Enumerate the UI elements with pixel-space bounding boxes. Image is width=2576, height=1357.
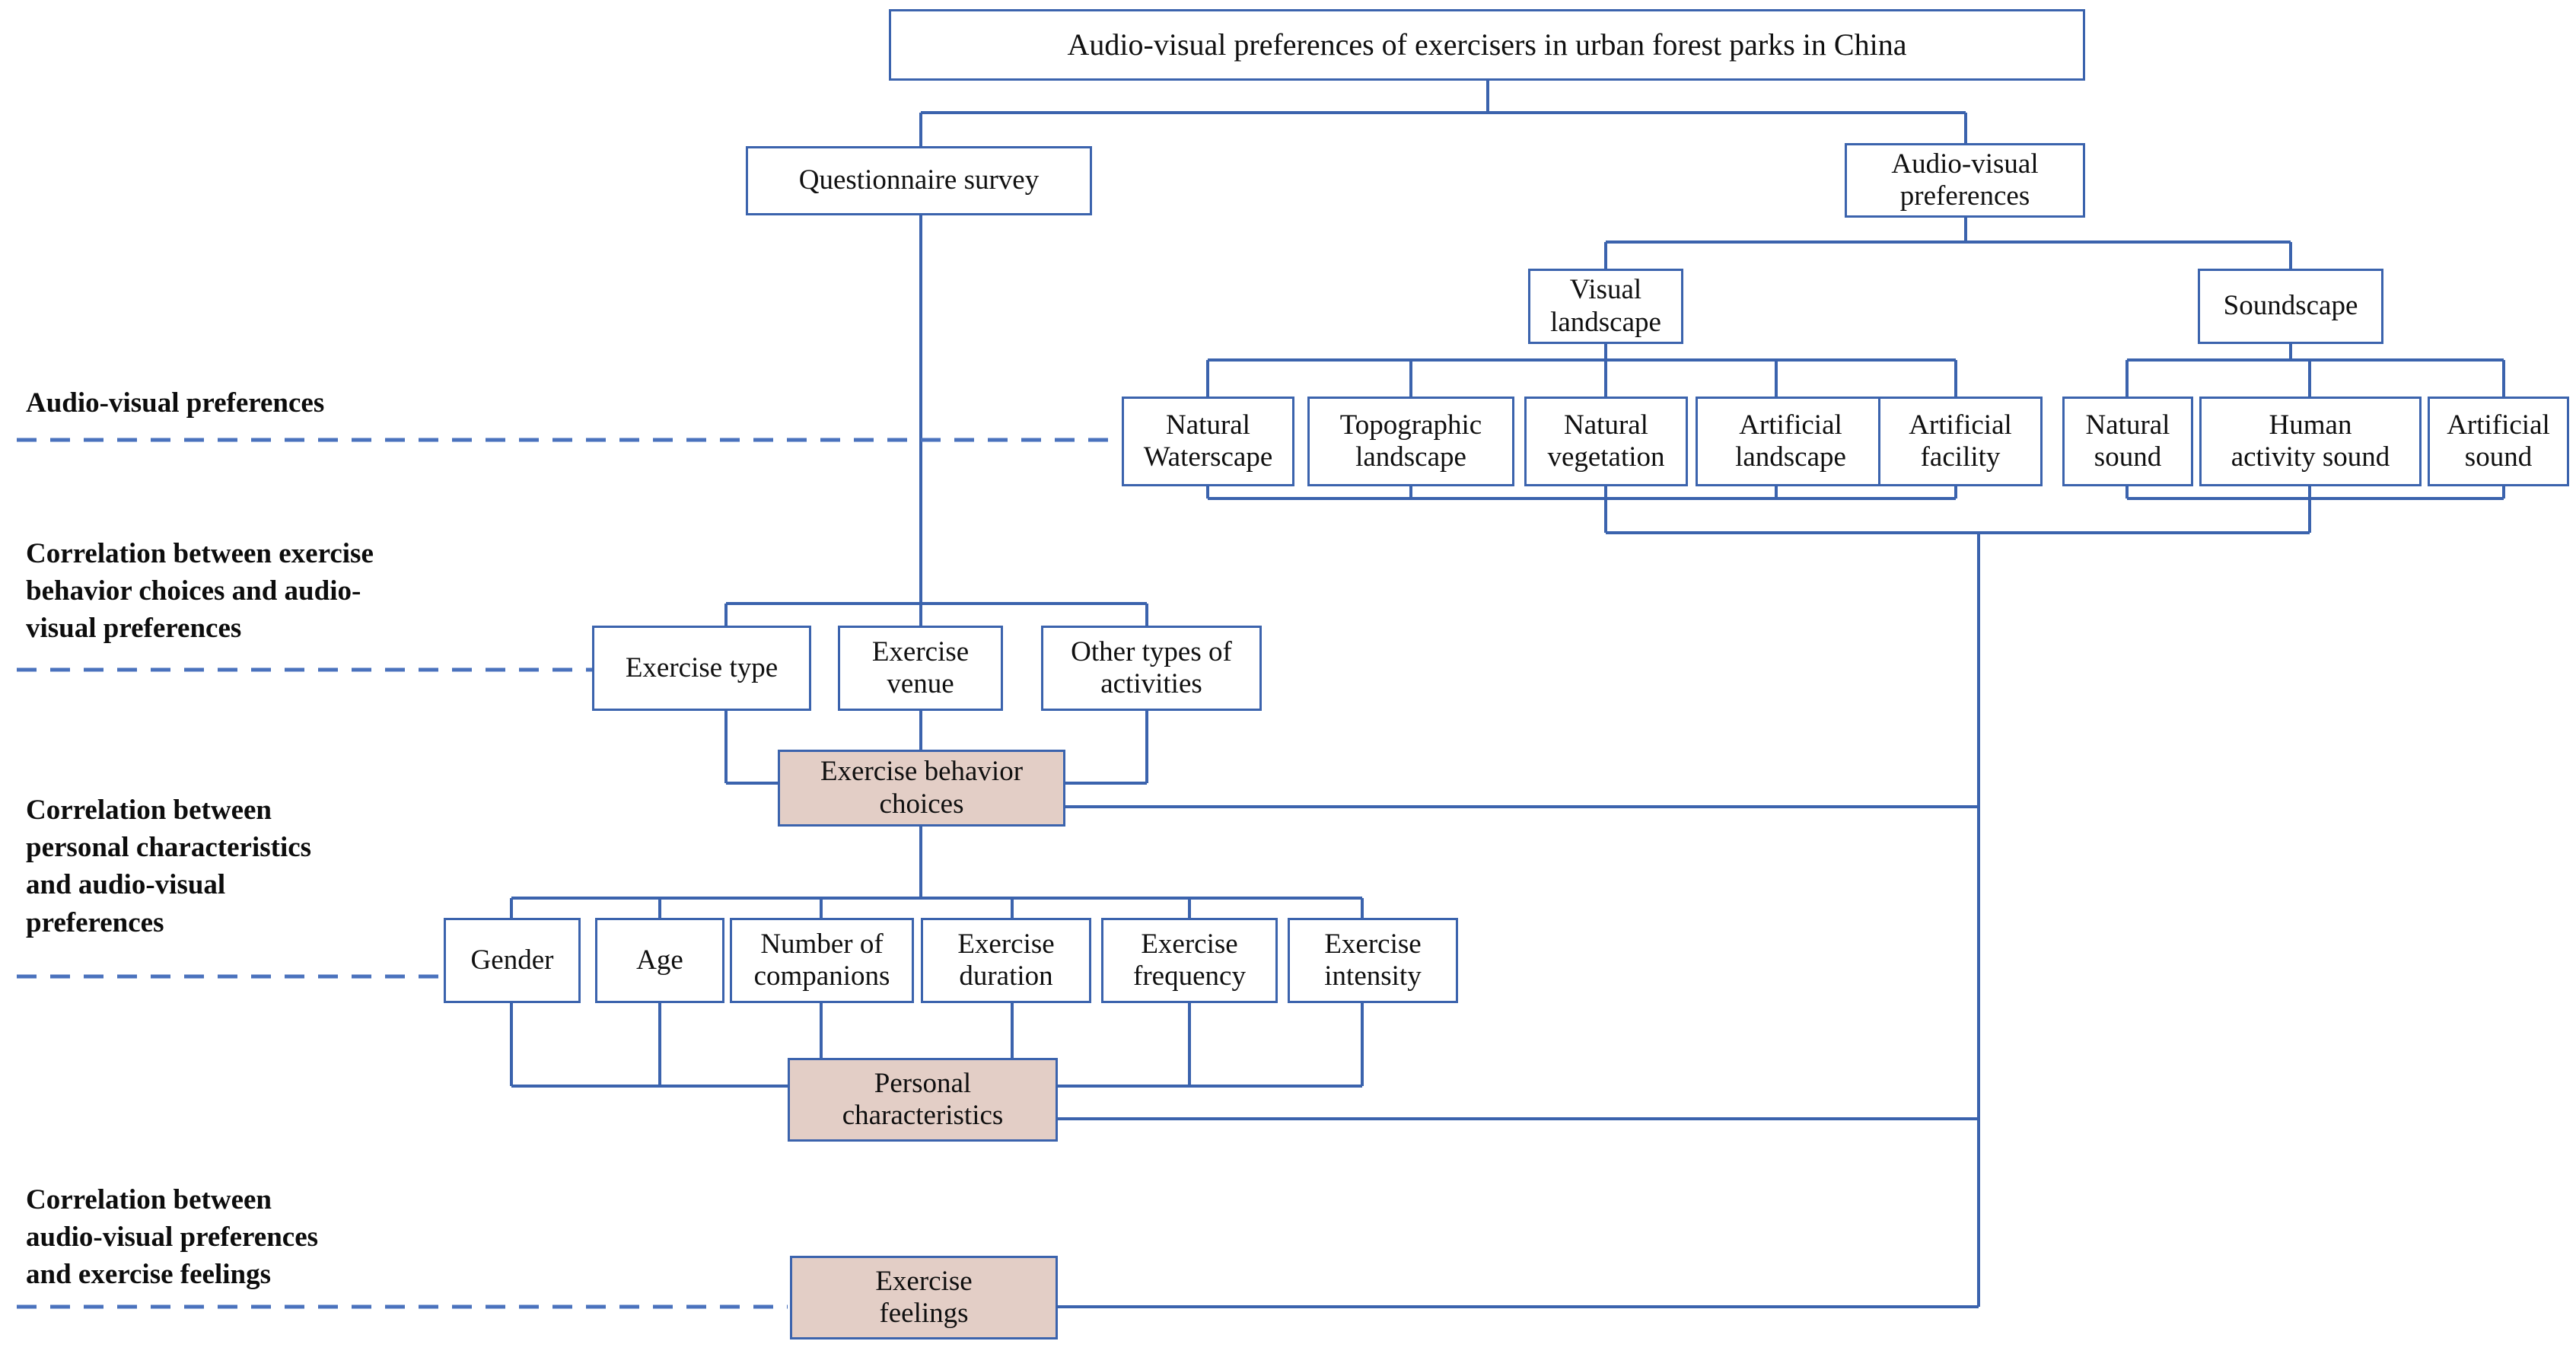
node-artificial-sound[interactable]: Artificial sound bbox=[2428, 397, 2569, 486]
node-artificial-landscape[interactable]: Artificial landscape bbox=[1696, 397, 1886, 486]
node-topographic-landscape[interactable]: Topographic landscape bbox=[1307, 397, 1514, 486]
node-other-types-of-activities[interactable]: Other types of activities bbox=[1041, 626, 1262, 711]
node-exercise-feelings-label: Exercise feelings bbox=[875, 1265, 973, 1329]
node-root-title[interactable]: Audio-visual preferences of exercisers i… bbox=[889, 9, 2085, 81]
node-natural-waterscape-label: Natural Waterscape bbox=[1143, 409, 1273, 473]
node-exercise-duration-label: Exercise duration bbox=[957, 928, 1055, 992]
rail-label-audio-visual-preferences: Audio-visual preferences bbox=[26, 387, 325, 419]
node-exercise-frequency[interactable]: Exercise frequency bbox=[1101, 918, 1278, 1003]
node-artificial-facility-label: Artificial facility bbox=[1909, 409, 2012, 473]
node-artificial-sound-label: Artificial sound bbox=[2447, 409, 2550, 473]
node-exercise-feelings[interactable]: Exercise feelings bbox=[790, 1256, 1058, 1339]
node-soundscape[interactable]: Soundscape bbox=[2198, 269, 2383, 344]
node-other-types-of-activities-label: Other types of activities bbox=[1071, 635, 1232, 699]
node-exercise-behavior-choices[interactable]: Exercise behavior choices bbox=[778, 750, 1065, 827]
node-root-title-label: Audio-visual preferences of exercisers i… bbox=[1067, 27, 1907, 62]
node-gender-label: Gender bbox=[470, 944, 554, 976]
node-human-activity-sound[interactable]: Human activity sound bbox=[2199, 397, 2422, 486]
node-human-activity-sound-label: Human activity sound bbox=[2231, 409, 2390, 473]
node-exercise-type[interactable]: Exercise type bbox=[592, 626, 811, 711]
node-exercise-frequency-label: Exercise frequency bbox=[1133, 928, 1246, 992]
node-topographic-landscape-label: Topographic landscape bbox=[1339, 409, 1482, 473]
node-gender[interactable]: Gender bbox=[444, 918, 581, 1003]
node-number-of-companions-label: Number of companions bbox=[753, 928, 890, 992]
node-questionnaire-survey[interactable]: Questionnaire survey bbox=[746, 146, 1092, 215]
node-number-of-companions[interactable]: Number of companions bbox=[730, 918, 914, 1003]
rail-label-personal-characteristics: Correlation between personal characteris… bbox=[26, 795, 312, 938]
node-age-label: Age bbox=[636, 944, 683, 976]
node-artificial-landscape-label: Artificial landscape bbox=[1735, 409, 1846, 473]
node-visual-landscape-label: Visual landscape bbox=[1550, 274, 1661, 338]
rail-label-exercise-feelings: Correlation between audio-visual prefere… bbox=[26, 1184, 319, 1291]
node-exercise-type-label: Exercise type bbox=[625, 651, 779, 683]
node-exercise-intensity-label: Exercise intensity bbox=[1324, 928, 1422, 992]
node-natural-sound-label: Natural sound bbox=[2085, 409, 2170, 473]
node-natural-waterscape[interactable]: Natural Waterscape bbox=[1122, 397, 1294, 486]
node-soundscape-label: Soundscape bbox=[2223, 290, 2358, 322]
node-personal-characteristics-label: Personal characteristics bbox=[842, 1067, 1004, 1131]
node-exercise-intensity[interactable]: Exercise intensity bbox=[1288, 918, 1458, 1003]
node-natural-sound[interactable]: Natural sound bbox=[2062, 397, 2193, 486]
node-personal-characteristics[interactable]: Personal characteristics bbox=[788, 1058, 1058, 1142]
node-questionnaire-survey-label: Questionnaire survey bbox=[798, 164, 1040, 196]
node-exercise-venue[interactable]: Exercise venue bbox=[838, 626, 1003, 711]
node-artificial-facility[interactable]: Artificial facility bbox=[1878, 397, 2043, 486]
node-audio-visual-preferences[interactable]: Audio-visual preferences bbox=[1845, 143, 2085, 218]
node-age[interactable]: Age bbox=[595, 918, 724, 1003]
node-exercise-behavior-choices-label: Exercise behavior choices bbox=[820, 756, 1024, 820]
node-natural-vegetation-label: Natural vegetation bbox=[1547, 409, 1665, 473]
node-visual-landscape[interactable]: Visual landscape bbox=[1528, 269, 1683, 344]
rail-label-exercise-behavior: Correlation between exercise behavior ch… bbox=[26, 538, 374, 645]
node-exercise-duration[interactable]: Exercise duration bbox=[921, 918, 1091, 1003]
node-audio-visual-preferences-label: Audio-visual preferences bbox=[1891, 148, 2039, 212]
node-natural-vegetation[interactable]: Natural vegetation bbox=[1524, 397, 1688, 486]
node-exercise-venue-label: Exercise venue bbox=[871, 635, 970, 699]
